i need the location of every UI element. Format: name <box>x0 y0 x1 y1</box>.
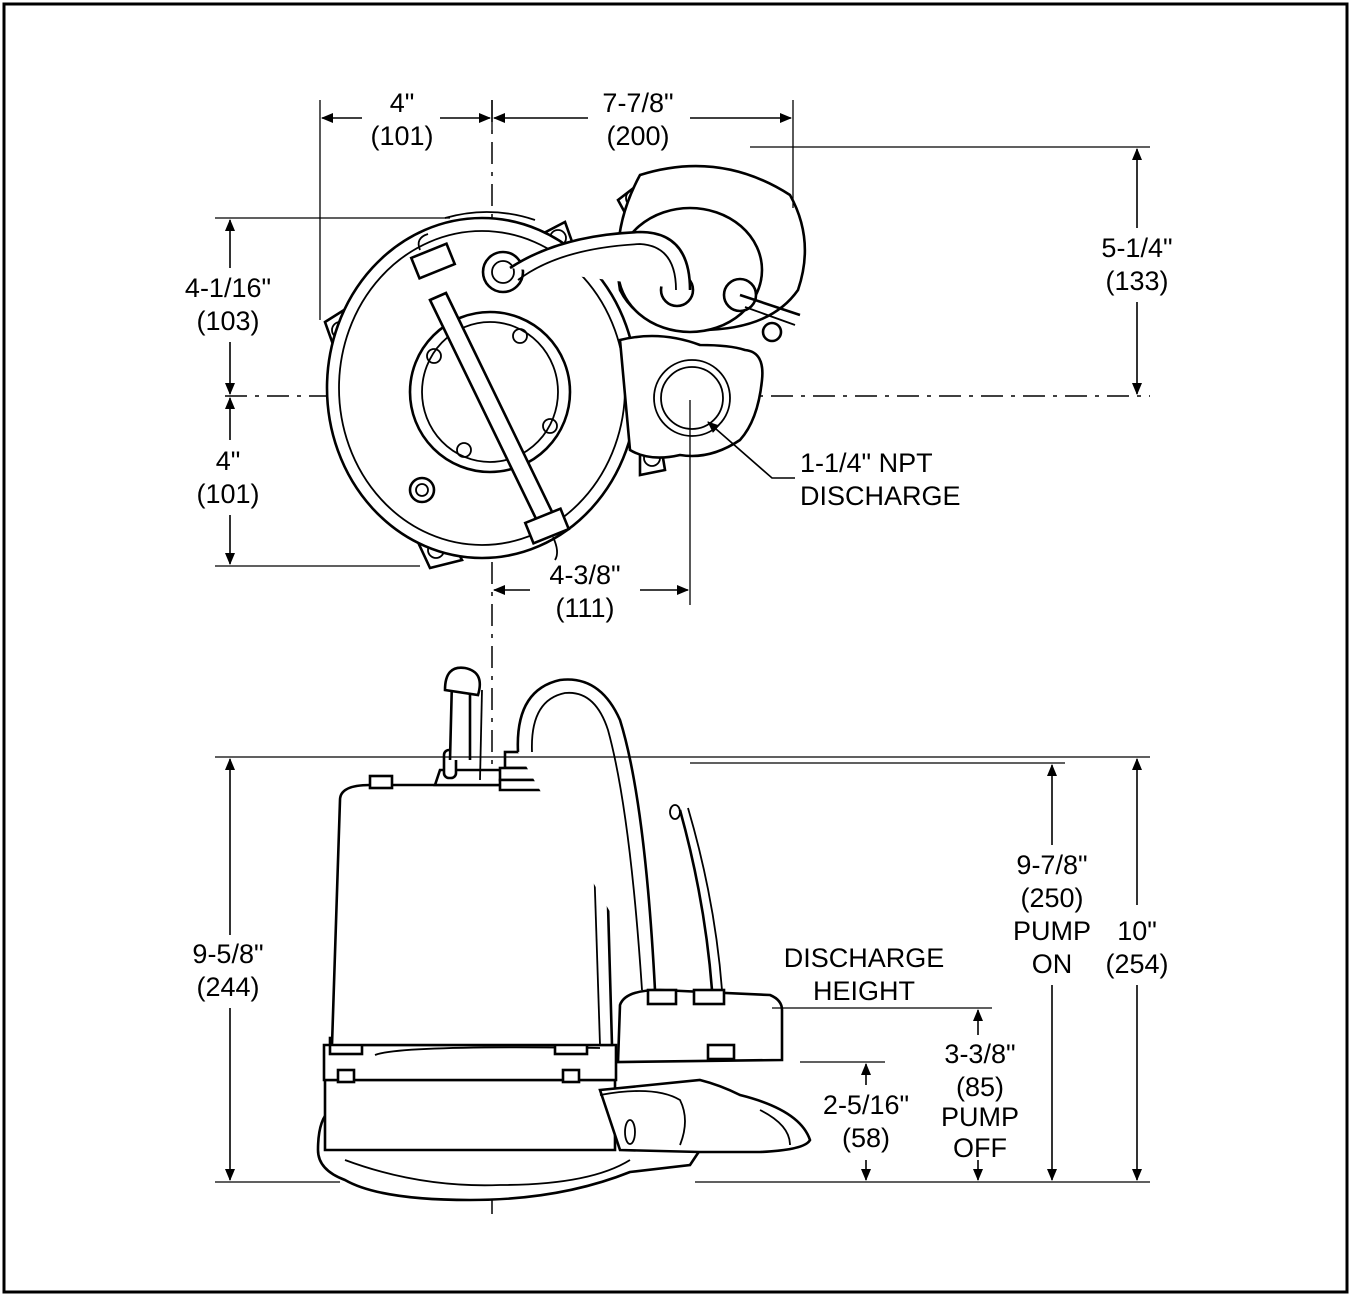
dim-pump-off-line4: OFF <box>953 1133 1007 1163</box>
dim-pump-on-mm: (250) <box>1020 883 1083 913</box>
dim-pump-on-inch: 9-7/8" <box>1016 850 1087 880</box>
dim-overall-height-mm: (244) <box>196 972 259 1002</box>
top-view-labels: 4" (101) 7-7/8" (200) 5-1/4" (133) 4-1/1… <box>185 88 1173 623</box>
discharge-height-line2: HEIGHT <box>813 976 915 1006</box>
dim-pump-on-line4: ON <box>1032 949 1073 979</box>
dim-discharge-inch: 2-5/16" <box>823 1090 909 1120</box>
discharge-callout-line2: DISCHARGE <box>800 481 961 511</box>
dim-left-upper-inch: 4-1/16" <box>185 273 271 303</box>
side-view-labels: 9-5/8" (244) DISCHARGE HEIGHT 2-5/16" (5… <box>192 850 1168 1163</box>
discharge-height-line1: DISCHARGE <box>784 943 945 973</box>
dim-discharge-offset-mm: (111) <box>555 593 614 623</box>
dim-overall-height-inch: 9-5/8" <box>192 939 263 969</box>
top-view-dimensions <box>215 100 1150 605</box>
dim-left-lower-mm: (101) <box>196 479 259 509</box>
top-view-pump <box>323 164 807 570</box>
side-view-dimensions <box>215 756 1150 1183</box>
dim-total-inch: 10" <box>1117 916 1157 946</box>
side-view-pump <box>316 666 812 1202</box>
dim-discharge-mm: (58) <box>842 1123 890 1153</box>
dim-left-width-mm: (101) <box>370 121 433 151</box>
dim-top-width-mm: (200) <box>606 121 669 151</box>
dim-left-width-inch: 4" <box>390 88 415 118</box>
dim-pump-on-line3: PUMP <box>1013 916 1091 946</box>
dim-left-upper-mm: (103) <box>196 306 259 336</box>
dim-left-lower-inch: 4" <box>216 446 241 476</box>
dim-discharge-offset-inch: 4-3/8" <box>549 560 620 590</box>
dim-pump-off-line3: PUMP <box>941 1102 1019 1132</box>
dim-pump-off-mm: (85) <box>956 1072 1004 1102</box>
dim-top-width-inch: 7-7/8" <box>602 88 673 118</box>
dim-pump-off-inch: 3-3/8" <box>944 1039 1015 1069</box>
discharge-callout-line1: 1-1/4" NPT <box>800 448 933 478</box>
dim-total-mm: (254) <box>1105 949 1168 979</box>
dim-right-height-mm: (133) <box>1105 266 1168 296</box>
dim-right-height-inch: 5-1/4" <box>1101 233 1172 263</box>
